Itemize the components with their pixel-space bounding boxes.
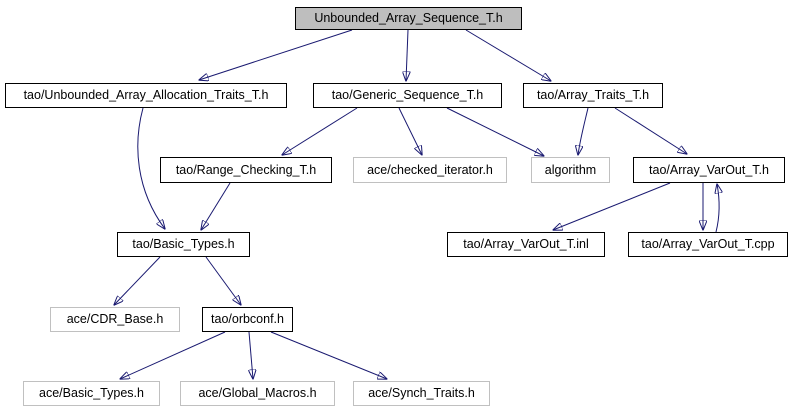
node-label: tao/Unbounded_Array_Allocation_Traits_T.… [23,88,269,103]
edge-array-traits-to-algorithm [578,107,589,155]
node-label: tao/Array_VarOut_T.inl [463,237,589,252]
edge-array-varout-cpp-to-h [716,184,719,233]
edge-array-varout-h-to-inl [553,182,671,230]
node-checked-iterator: ace/checked_iterator.h [353,157,507,183]
edge-basic-types-to-cdr-base [114,256,161,305]
edge-root-to-generic-sequence [406,29,408,81]
node-array-traits[interactable]: tao/Array_Traits_T.h [523,83,663,108]
node-cdr-base: ace/CDR_Base.h [50,307,180,332]
node-algorithm: algorithm [531,157,610,183]
edge-range-checking-to-basic-types [201,182,231,230]
edge-orbconf-to-synch-traits [270,331,387,379]
node-range-checking[interactable]: tao/Range_Checking_T.h [160,157,332,183]
node-global-macros: ace/Global_Macros.h [180,381,335,406]
node-unbounded-array-sequence: Unbounded_Array_Sequence_T.h [295,7,522,30]
node-basic-types[interactable]: tao/Basic_Types.h [117,232,250,257]
node-array-varout-h[interactable]: tao/Array_VarOut_T.h [633,157,785,183]
node-label: ace/CDR_Base.h [66,312,164,327]
edge-array-traits-to-array-varout-h [614,107,687,154]
node-label: Unbounded_Array_Sequence_T.h [314,11,503,26]
edge-generic-sequence-to-checked-iterator [398,107,422,155]
node-array-varout-inl[interactable]: tao/Array_VarOut_T.inl [447,232,605,257]
node-label: tao/Array_Traits_T.h [536,88,650,103]
node-label: tao/Generic_Sequence_T.h [331,88,484,103]
node-label: ace/checked_iterator.h [367,162,493,177]
node-label: algorithm [544,162,597,177]
edge-basic-types-to-orbconf [205,256,241,305]
edge-generic-sequence-to-range-checking [282,107,358,155]
edge-orbconf-to-global-macros [249,331,253,379]
node-generic-sequence[interactable]: tao/Generic_Sequence_T.h [313,83,502,108]
edge-root-to-array-traits [465,29,551,81]
node-label: tao/orbconf.h [211,312,284,327]
node-label: tao/Range_Checking_T.h [175,162,317,177]
node-label: ace/Synch_Traits.h [368,386,475,401]
node-label: ace/Basic_Types.h [39,386,144,401]
edge-root-to-allocation-traits [199,29,353,80]
node-ace-basic-types: ace/Basic_Types.h [23,381,160,406]
edge-orbconf-to-ace-basic-types [120,331,226,379]
node-synch-traits: ace/Synch_Traits.h [353,381,490,406]
node-label: tao/Array_VarOut_T.h [649,162,769,177]
node-label: ace/Global_Macros.h [198,386,317,401]
edge-allocation-traits-to-basic-types [137,107,165,229]
node-unbounded-array-allocation-traits[interactable]: tao/Unbounded_Array_Allocation_Traits_T.… [5,83,287,108]
node-label: tao/Array_VarOut_T.cpp [641,237,775,252]
node-array-varout-cpp[interactable]: tao/Array_VarOut_T.cpp [628,232,788,257]
node-orbconf[interactable]: tao/orbconf.h [202,307,293,332]
node-label: tao/Basic_Types.h [132,237,235,252]
edge-generic-sequence-to-algorithm [446,107,544,156]
